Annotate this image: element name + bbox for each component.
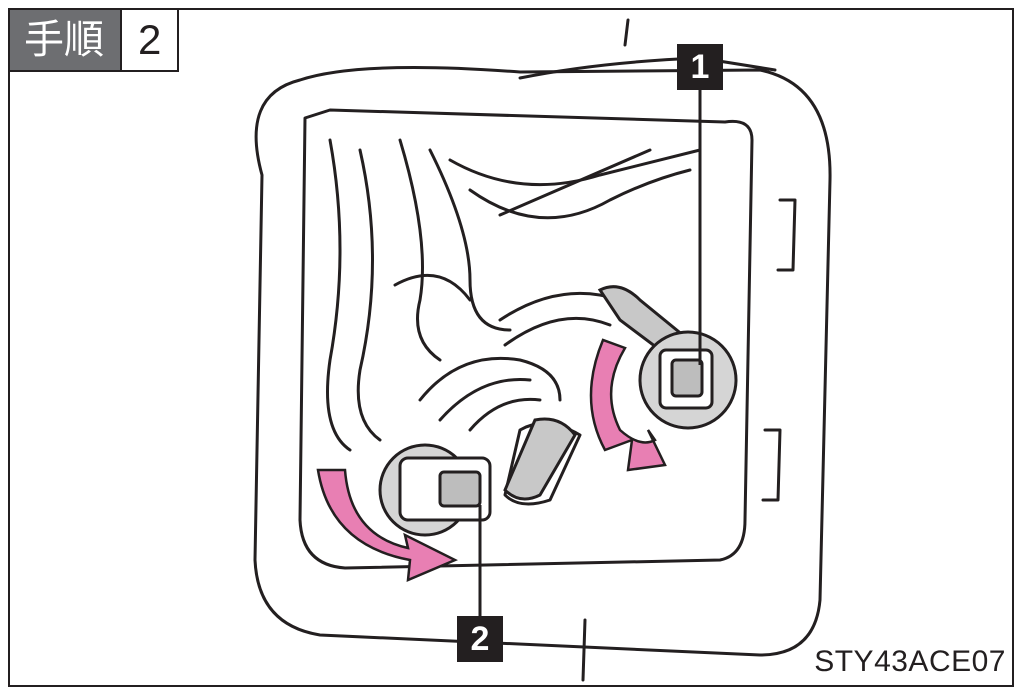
figure-frame bbox=[8, 8, 1014, 687]
step-number: 2 bbox=[120, 10, 178, 70]
bulb-socket-2 bbox=[378, 443, 492, 537]
bulb-socket-1 bbox=[638, 330, 738, 430]
curved-arrow-icon bbox=[316, 468, 458, 582]
step-label: 手順 bbox=[10, 10, 120, 70]
curved-arrow-icon bbox=[589, 338, 667, 472]
housing-outline bbox=[253, 66, 832, 657]
step-header: 手順 2 bbox=[8, 8, 180, 72]
callout-2: 2 bbox=[457, 616, 503, 662]
housing-inner bbox=[298, 108, 754, 570]
wire-sleeve-lower bbox=[503, 417, 577, 501]
wire-harness bbox=[326, 138, 352, 452]
callout-1: 1 bbox=[677, 44, 723, 90]
figure-code: STY43ACE07 bbox=[814, 645, 1006, 678]
